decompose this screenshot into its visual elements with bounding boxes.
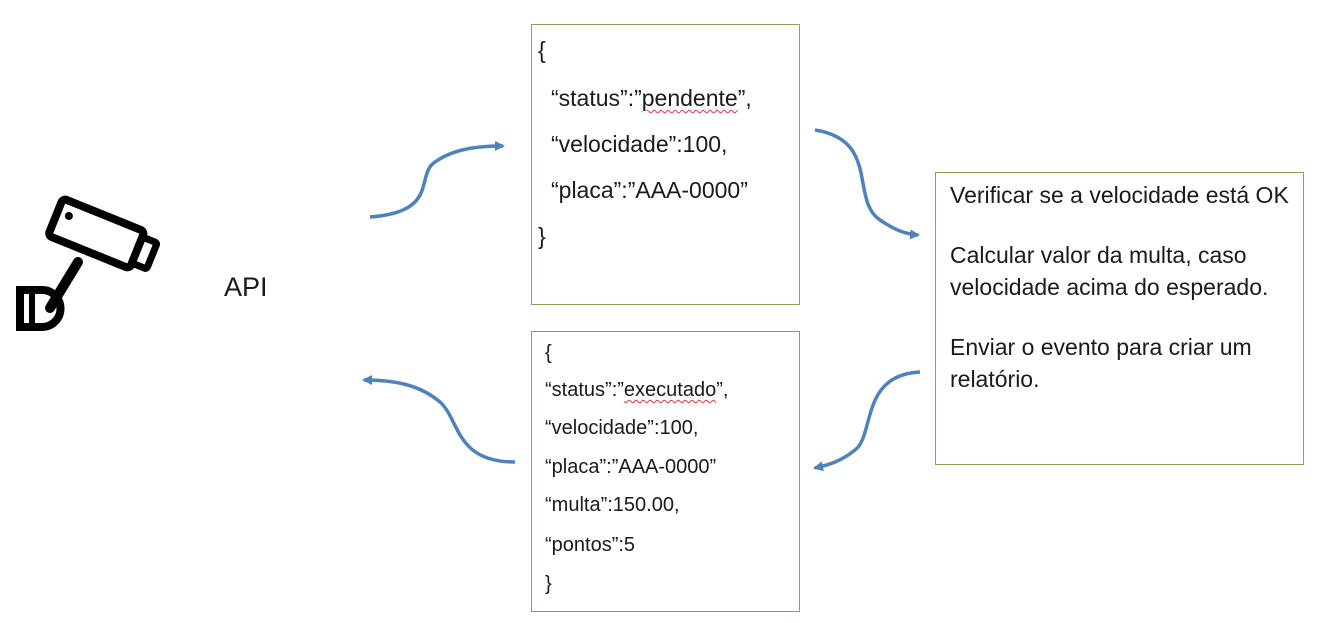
json-status-key: “status”: [551, 85, 628, 111]
security-camera-icon: [16, 195, 161, 331]
process-step-send-event: Enviar o evento para criar um relatório.: [950, 334, 1252, 392]
json-status-value: pendente: [641, 85, 738, 111]
json-status-value: executado: [623, 379, 717, 401]
response-json-box: { “status”:”executado”, “velocidade”:100…: [531, 331, 800, 612]
arrow-api-to-request: [369, 141, 505, 219]
json-close-brace: }: [538, 223, 546, 249]
process-box: Verificar se a velocidade está OK Calcul…: [935, 172, 1304, 465]
json-status-line: “status”:”executado”,: [545, 379, 729, 401]
json-open-brace: {: [538, 37, 546, 63]
arrow-response-to-api: [362, 375, 516, 464]
json-status-line: “status”:”pendente”,: [551, 85, 752, 111]
arrow-process-to-response: [813, 370, 921, 472]
json-velocidade-line: “velocidade”:100,: [545, 417, 699, 439]
json-placa-line: “placa”:”AAA-0000”: [551, 177, 748, 203]
json-close-brace: }: [545, 573, 552, 595]
json-velocidade-line: “velocidade”:100,: [551, 131, 728, 157]
json-pontos-line: “pontos”:5: [545, 534, 636, 556]
arrow-request-to-process: [814, 128, 920, 240]
process-step-calculate: Calcular valor da multa, caso velocidade…: [950, 242, 1269, 300]
json-status-key: “status”: [545, 379, 612, 401]
json-placa-line: “placa”:”AAA-0000”: [545, 456, 717, 478]
process-step-verify: Verificar se a velocidade está OK: [950, 182, 1289, 208]
api-label: API: [224, 272, 268, 302]
json-open-brace: {: [545, 342, 552, 364]
json-multa-line: “multa”:150.00,: [545, 494, 680, 516]
request-json-box: { “status”:”pendente”, “velocidade”:100,…: [531, 24, 800, 305]
